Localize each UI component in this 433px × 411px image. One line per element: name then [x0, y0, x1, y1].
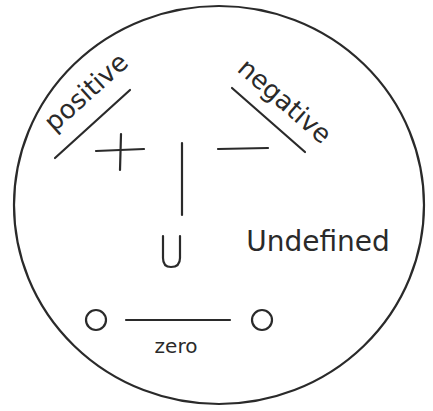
face-outline — [14, 6, 424, 404]
nose-line — [181, 143, 183, 215]
minus-sign — [218, 148, 268, 149]
term-label: Undefined — [246, 228, 390, 256]
plus-sign — [120, 134, 121, 170]
mouth-circle — [86, 310, 106, 330]
term-label: positive — [39, 48, 132, 136]
mouth-line — [126, 319, 230, 321]
term-label: zero — [155, 336, 198, 356]
nose-u — [163, 236, 180, 267]
mouth-circle — [252, 310, 272, 330]
